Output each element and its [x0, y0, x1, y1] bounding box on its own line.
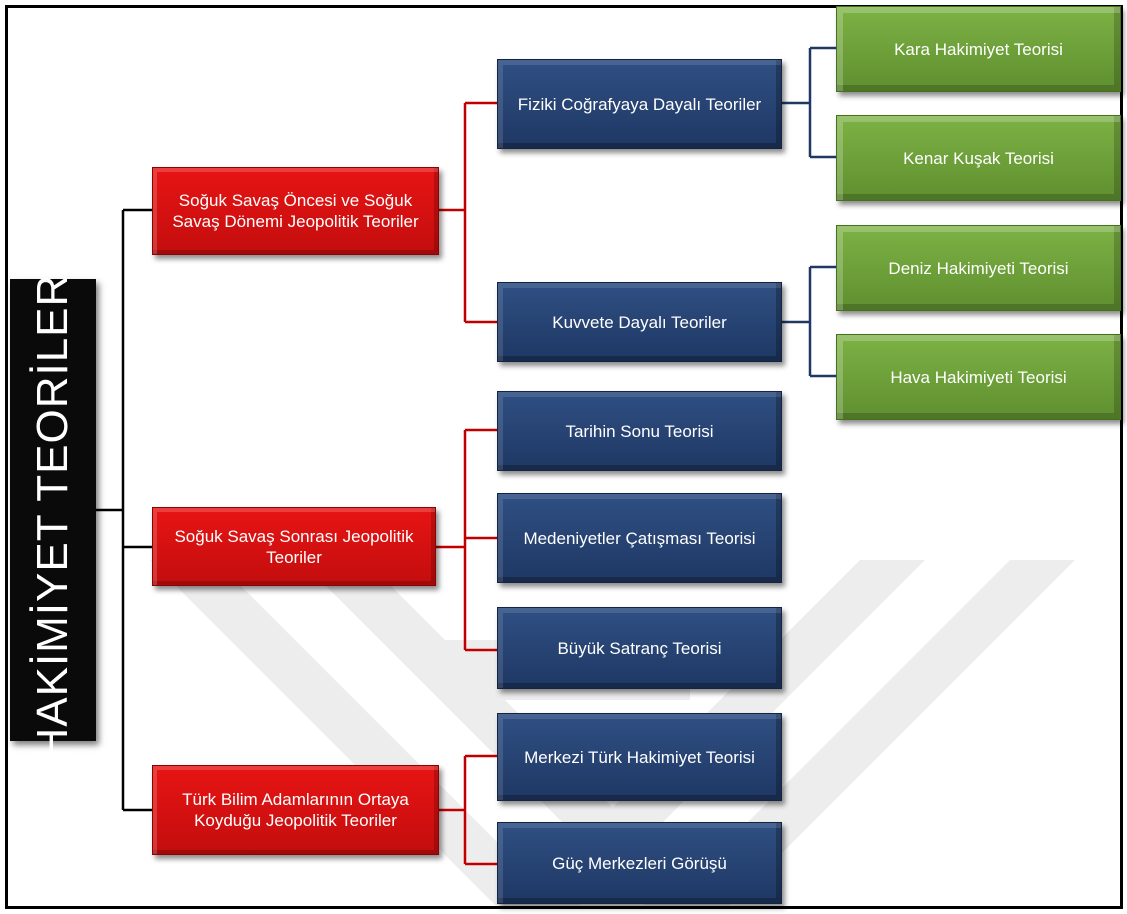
theory-label: Merkezi Türk Hakimiyet Teorisi: [524, 747, 755, 767]
category-node-post-cold-war: Soğuk Savaş Sonrası Jeopolitik Teoriler: [152, 507, 436, 586]
theory-node-clash-of-civilizations: Medeniyetler Çatışması Teorisi: [497, 493, 782, 583]
theory-label: Kara Hakimiyet Teorisi: [894, 39, 1063, 59]
connector-cat2: [436, 428, 497, 652]
theory-node-sea-power: Deniz Hakimiyeti Teorisi: [836, 225, 1121, 311]
connector-sub1: [782, 46, 836, 159]
theory-node-rimland: Kenar Kuşak Teorisi: [836, 115, 1121, 201]
root-title: HAKİMİYET TEORİLERİ: [28, 260, 77, 760]
category-node-turkish-scholars: Türk Bilim Adamlarının Ortaya Koyduğu Je…: [152, 765, 439, 855]
theory-label: Güç Merkezleri Görüşü: [552, 853, 727, 873]
connector-root: [96, 208, 152, 812]
category-label: Soğuk Savaş Sonrası Jeopolitik Teoriler: [174, 526, 414, 567]
theory-node-power-centers: Güç Merkezleri Görüşü: [497, 822, 782, 904]
subcategory-label: Fiziki Coğrafyaya Dayalı Teoriler: [517, 94, 762, 114]
connector-cat3: [439, 754, 497, 866]
theory-node-grand-chessboard: Büyük Satranç Teorisi: [497, 607, 782, 689]
theory-node-air-power: Hava Hakimiyeti Teorisi: [836, 334, 1121, 420]
theory-label: Hava Hakimiyeti Teorisi: [890, 367, 1067, 387]
theory-label: Kenar Kuşak Teorisi: [903, 148, 1054, 168]
theory-label: Tarihin Sonu Teorisi: [565, 421, 714, 441]
root-node: [10, 279, 96, 741]
subcategory-node-physical-geography: Fiziki Coğrafyaya Dayalı Teoriler: [497, 59, 782, 149]
theory-label: Deniz Hakimiyeti Teorisi: [888, 258, 1069, 278]
theory-node-central-turkish-dominance: Merkezi Türk Hakimiyet Teorisi: [497, 713, 782, 801]
connector-cat1: [439, 101, 497, 324]
connector-sub2: [782, 265, 836, 378]
category-node-pre-cold-war: Soğuk Savaş Öncesi ve Soğuk Savaş Dönemi…: [152, 167, 439, 255]
category-label: Soğuk Savaş Öncesi ve Soğuk Savaş Dönemi…: [172, 191, 419, 231]
theory-label: Medeniyetler Çatışması Teorisi: [523, 528, 756, 548]
theory-node-end-of-history: Tarihin Sonu Teorisi: [497, 391, 782, 471]
subcategory-label: Kuvvete Dayalı Teoriler: [552, 312, 727, 332]
theory-label: Büyük Satranç Teorisi: [557, 638, 722, 658]
category-label: Türk Bilim Adamlarının Ortaya Koyduğu Je…: [182, 790, 409, 830]
subcategory-node-power-based: Kuvvete Dayalı Teoriler: [497, 282, 782, 362]
theory-node-heartland: Kara Hakimiyet Teorisi: [836, 6, 1121, 92]
